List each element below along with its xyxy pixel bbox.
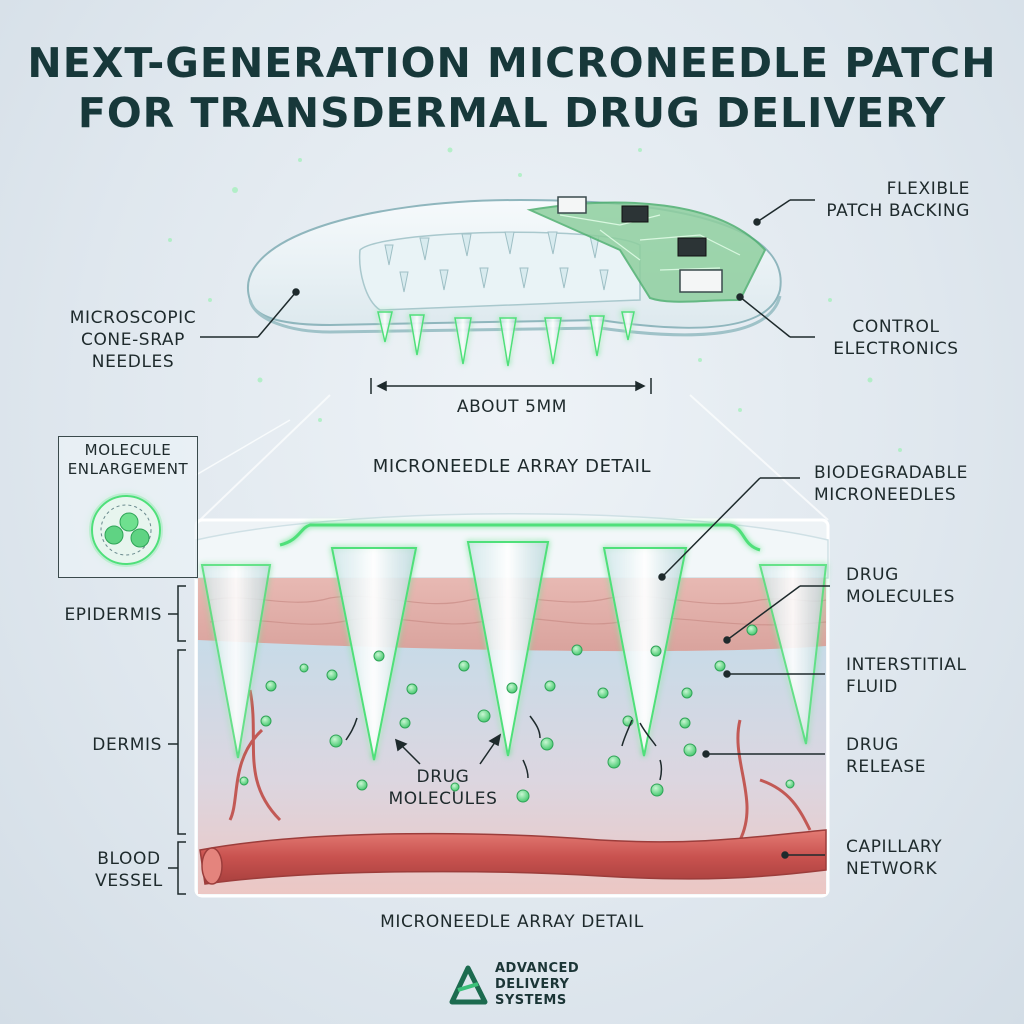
drug-molecule-dots [239, 624, 795, 803]
triangle-logo-icon [449, 965, 488, 1005]
zoom-projection-lines [199, 394, 829, 521]
label-dermis: DERMIS [92, 735, 162, 755]
page-title: NEXT-GENERATION MICRONEEDLE PATCH FOR TR… [0, 38, 1024, 138]
title-line-2: FOR TRANSDERMAL DRUG DELIVERY [77, 89, 947, 137]
size-dimension-arrow [370, 378, 652, 394]
microneedle-patch [247, 196, 782, 367]
skin-cross-section [194, 513, 830, 898]
label-epidermis: EPIDERMIS [64, 605, 162, 625]
label-array-detail-bottom: MICRONEEDLE ARRAY DETAIL [380, 912, 644, 932]
leader-lines-right [394, 477, 830, 859]
release-arrows [345, 715, 663, 781]
label-about-size: ABOUT 5MM [456, 397, 568, 417]
molecule-enlargement-overlay [91, 495, 161, 565]
layer-brackets [168, 585, 186, 895]
title-line-1: NEXT-GENERATION MICRONEEDLE PATCH [27, 39, 997, 87]
leader-lines-top [200, 199, 815, 338]
label-array-detail-top: MICRONEEDLE ARRAY DETAIL [372, 456, 652, 477]
